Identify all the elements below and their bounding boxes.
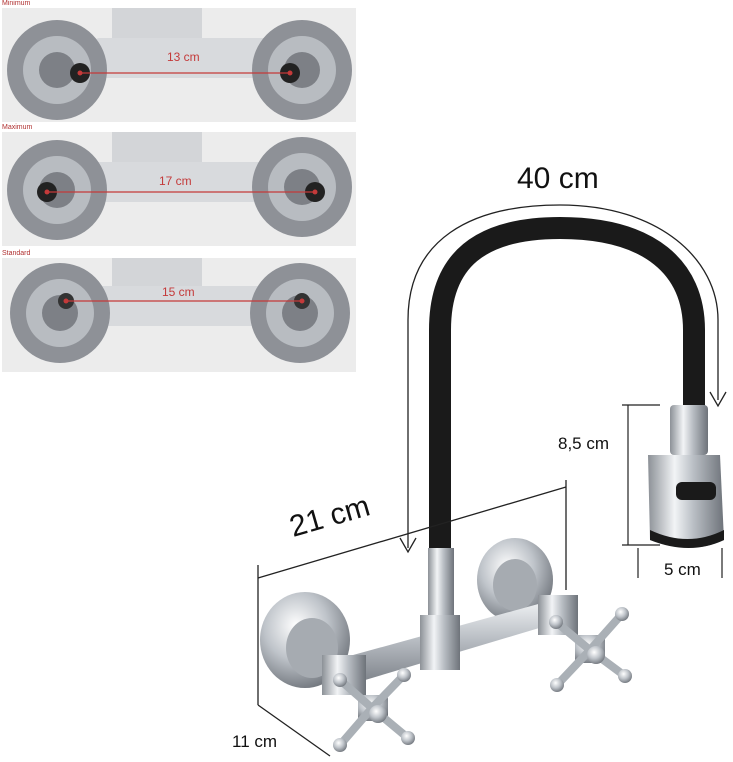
maximum-distance: 17 cm: [159, 174, 192, 188]
spray-head: [648, 455, 724, 548]
minimum-distance: 13 cm: [167, 50, 200, 64]
panel-minimum: 13 cm: [2, 8, 356, 122]
minimum-photo: [2, 8, 356, 122]
panel-label-minimum: Minimum: [2, 0, 31, 7]
panel-maximum: 17 cm: [2, 132, 356, 246]
standard-photo: [2, 258, 356, 372]
arc-dimension-line: [407, 204, 719, 548]
spray-head-collar: [670, 405, 708, 455]
panel-label-standard: Standard: [2, 250, 31, 257]
black-hose: [429, 216, 705, 559]
standard-distance: 15 cm: [162, 285, 195, 299]
head-height-label: 8,5 cm: [558, 434, 610, 453]
right-cross-handle: [549, 607, 632, 692]
maximum-photo: [2, 132, 356, 246]
head-width-label: 5 cm: [664, 560, 701, 579]
left-cross-handle: [333, 668, 415, 752]
panel-standard: 15 cm: [2, 258, 356, 372]
panel-label-maximum: Maximum: [2, 124, 33, 131]
depth-label: 11 cm: [232, 732, 278, 751]
arc-length-label: 40 cm: [517, 162, 599, 195]
